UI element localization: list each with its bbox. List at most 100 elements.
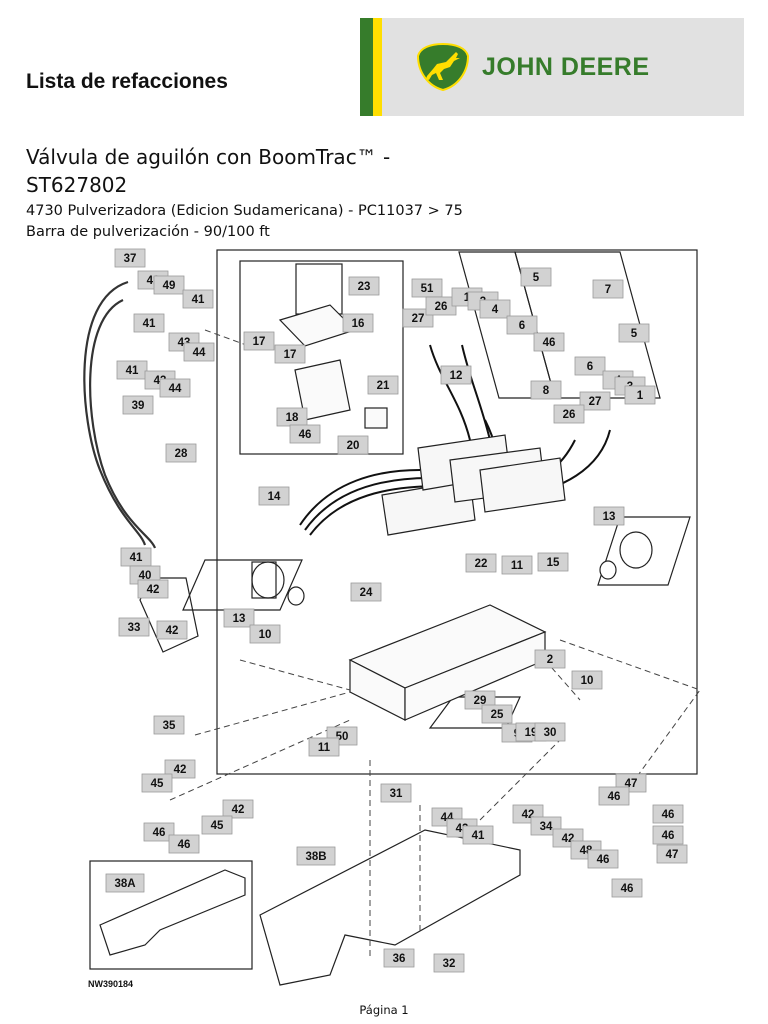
part-callout: 23 <box>348 276 380 296</box>
part-callout-box <box>348 276 380 296</box>
part-callout-number: 46 <box>178 839 191 851</box>
part-callout-number: 26 <box>563 409 576 421</box>
callout-label-layer: 3741494141434441434439282316171721184620… <box>105 248 688 973</box>
part-callout-number: 41 <box>143 318 156 330</box>
part-callout: 29 <box>464 690 496 710</box>
part-callout-number: 27 <box>412 313 425 325</box>
solenoid-valve-body <box>278 304 388 429</box>
part-callout-number: 41 <box>192 294 205 306</box>
part-callout-box <box>402 308 434 328</box>
filter-detail-panel-left <box>182 559 303 611</box>
part-callout: 12 <box>440 365 472 385</box>
part-callout-box <box>141 773 173 793</box>
part-callout-box <box>249 624 281 644</box>
part-callout-box <box>479 299 511 319</box>
part-callout-number: 42 <box>232 804 245 816</box>
part-callout: 41 <box>182 289 214 309</box>
part-callout-box <box>553 404 585 424</box>
valve-bank-stack <box>381 434 566 536</box>
part-callout-number: 44 <box>169 383 182 395</box>
part-callout: 38B <box>296 846 336 866</box>
part-callout-box <box>367 375 399 395</box>
part-callout-number: 42 <box>147 584 160 596</box>
part-callout-number: 5 <box>533 272 540 284</box>
part-callout-number: 6 <box>587 361 593 373</box>
part-callout-box <box>383 948 415 968</box>
part-callout-box <box>289 424 321 444</box>
part-callout-number: 25 <box>491 709 504 721</box>
part-callout-box <box>534 649 566 669</box>
part-callout: 27 <box>579 391 611 411</box>
part-callout-number: 42 <box>174 764 187 776</box>
part-callout-number: 15 <box>547 557 560 569</box>
part-callout: 13 <box>593 506 625 526</box>
part-callout-number: 13 <box>233 613 246 625</box>
part-callout: 51 <box>411 278 443 298</box>
part-callout: 41 <box>462 825 494 845</box>
part-callout-box <box>296 846 336 866</box>
part-callout: 17 <box>243 331 275 351</box>
part-callout: 45 <box>201 815 233 835</box>
part-callout-number: 5 <box>631 328 638 340</box>
brand-banner: JOHN DEERE <box>360 18 744 116</box>
part-callout-box <box>159 378 191 398</box>
part-callout-number: 46 <box>621 883 634 895</box>
document-title: Válvula de aguilón con BoomTrac™ - ST627… <box>26 143 390 199</box>
part-callout-number: 27 <box>589 396 602 408</box>
part-callout-number: 30 <box>544 727 557 739</box>
part-callout-box <box>153 275 185 295</box>
part-callout-box <box>464 690 496 710</box>
part-callout: 33 <box>118 617 150 637</box>
part-callout-number: 2 <box>547 654 553 666</box>
part-callout-box <box>520 267 552 287</box>
part-callout: 8 <box>530 380 562 400</box>
part-callout-number: 17 <box>284 349 297 361</box>
part-callout-box <box>342 313 374 333</box>
part-callout: 27 <box>402 308 434 328</box>
part-callout-box <box>598 786 630 806</box>
part-callout-number: 1 <box>637 390 644 402</box>
part-callout: 41 <box>133 313 165 333</box>
part-callout: 47 <box>656 844 688 864</box>
part-callout-number: 38B <box>305 851 326 863</box>
part-callout-number: 13 <box>603 511 616 523</box>
part-callout: 5 <box>618 323 650 343</box>
part-callout-box <box>530 380 562 400</box>
part-callout-number: 11 <box>318 742 331 754</box>
part-callout-box <box>652 825 684 845</box>
part-callout-box <box>587 849 619 869</box>
part-callout: 42 <box>164 759 196 779</box>
part-callout-number: 36 <box>393 953 406 965</box>
part-callout: 21 <box>367 375 399 395</box>
part-callout: 41 <box>120 547 152 567</box>
part-callout: 17 <box>274 344 306 364</box>
brand-green-bar <box>360 18 373 116</box>
part-callout-number: 42 <box>166 625 179 637</box>
part-callout-number: 11 <box>511 560 524 572</box>
part-callout-box <box>308 737 340 757</box>
part-callout-number: 31 <box>390 788 403 800</box>
part-callout-box <box>114 248 146 268</box>
part-callout: 37 <box>114 248 146 268</box>
part-callout-box <box>506 315 538 335</box>
part-callout-number: 40 <box>139 570 152 582</box>
part-callout-box <box>258 486 290 506</box>
part-callout: 6 <box>574 356 606 376</box>
part-callout-box <box>593 506 625 526</box>
part-callout-number: 39 <box>132 400 145 412</box>
part-callout-number: 18 <box>286 412 299 424</box>
part-callout-number: 35 <box>163 720 176 732</box>
part-callout: 46 <box>652 804 684 824</box>
part-callout-box <box>243 331 275 351</box>
part-callout-number: 20 <box>347 440 360 452</box>
part-callout-box <box>465 553 497 573</box>
brand-yellow-bar <box>373 18 382 116</box>
part-callout-number: 22 <box>475 558 488 570</box>
part-callout: 39 <box>122 395 154 415</box>
solenoid-inset-frame <box>239 260 404 455</box>
part-callout-number: 34 <box>540 821 553 833</box>
dashed-leader-lines <box>169 329 701 960</box>
part-callout: 11 <box>308 737 340 757</box>
part-callout-number: 41 <box>130 552 143 564</box>
page-header-title: Lista de refacciones <box>26 70 228 93</box>
